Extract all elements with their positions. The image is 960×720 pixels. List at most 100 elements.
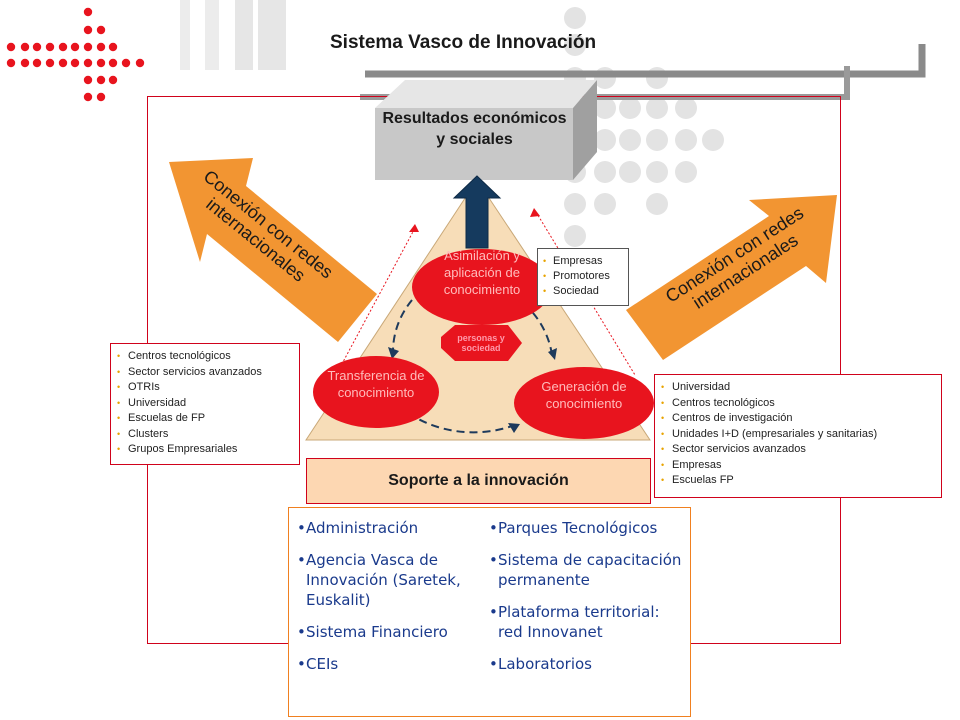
up-arrow-icon [452, 175, 502, 249]
gray-dot [564, 193, 586, 215]
left-orange-arrow [169, 158, 377, 342]
gray-dot [594, 161, 616, 183]
list-item: Centros de investigación [661, 411, 935, 427]
page-title: Sistema Vasco de Innovación [330, 32, 597, 53]
results-box-3d [375, 80, 597, 180]
list-item: Parques Tecnológicos [489, 518, 685, 538]
list-item: Laboratorios [489, 654, 685, 674]
list-item: Centros tecnológicos [661, 396, 935, 412]
support-column-2: Parques Tecnológicos Sistema de capacita… [489, 518, 685, 686]
gray-dot [594, 97, 616, 119]
list-item: Agencia Vasca de Innovación (Saretek, Eu… [297, 550, 477, 610]
gray-dot [646, 97, 668, 119]
red-dot [96, 25, 106, 35]
list-item: Grupos Empresariales [117, 442, 293, 458]
gray-dot [619, 97, 641, 119]
red-dot [58, 58, 68, 68]
gray-dot [675, 97, 697, 119]
gray-bar [258, 0, 286, 70]
red-dot [6, 58, 16, 68]
red-dot [58, 42, 68, 52]
red-dot [45, 42, 55, 52]
list-item: Escuelas de FP [117, 411, 293, 427]
cycle-arrowhead [548, 348, 557, 360]
cycle-center-label: personas y sociedad [457, 333, 505, 353]
gray-dot [564, 7, 586, 29]
red-dot [83, 42, 93, 52]
list-item: Universidad [117, 396, 293, 412]
list-item: Empresas [661, 458, 935, 474]
gray-bar [205, 0, 219, 70]
gray-bar [180, 0, 190, 70]
gray-dot [646, 129, 668, 151]
red-dot [6, 42, 16, 52]
support-list-box: Administración Agencia Vasca de Innovaci… [288, 507, 691, 717]
red-dot [20, 58, 30, 68]
list-item: Sistema Financiero [297, 622, 477, 642]
red-dot [96, 92, 106, 102]
results-box-label: Resultados económicos y sociales [382, 110, 567, 148]
red-dot [45, 58, 55, 68]
cycle-left-label: Transferencia de conocimiento [327, 368, 425, 400]
cycle-arc [391, 299, 413, 353]
red-dot [135, 58, 145, 68]
list-item: Sector servicios avanzados [661, 442, 935, 458]
red-dot [121, 58, 131, 68]
right-orange-arrow [626, 195, 837, 360]
cycle-right-label: Generación de conocimiento [541, 379, 627, 411]
red-dot [108, 58, 118, 68]
gray-dot [619, 129, 641, 151]
gray-dot [564, 225, 586, 247]
list-item: Administración [297, 518, 477, 538]
list-item: Escuelas FP [661, 473, 935, 489]
ellipse-assimilation [412, 249, 552, 325]
cycle-arrowhead [508, 423, 520, 433]
right-actors-list: Universidad Centros tecnológicos Centros… [654, 374, 942, 498]
gray-dot [594, 129, 616, 151]
gray-dot [702, 129, 724, 151]
top-actors-list: Empresas Promotores Sociedad [537, 248, 629, 306]
gray-dot [675, 161, 697, 183]
ellipse-generation [514, 367, 654, 439]
gray-dot [646, 161, 668, 183]
list-item: Empresas [543, 254, 623, 269]
red-dot [70, 42, 80, 52]
list-item: Promotores [543, 269, 623, 284]
red-dot [32, 58, 42, 68]
cycle-arrowhead [388, 347, 399, 359]
dotted-guide-arrowhead [530, 208, 540, 217]
red-dot [20, 42, 30, 52]
red-dot [96, 75, 106, 85]
red-dot-arrow-decoration [6, 7, 145, 102]
red-dot [32, 42, 42, 52]
gray-dot [675, 129, 697, 151]
red-dot [96, 58, 106, 68]
left-actors-list: Centros tecnológicos Sector servicios av… [110, 343, 300, 465]
dotted-guide-arrowhead [409, 224, 419, 232]
red-dot [108, 42, 118, 52]
red-dot [108, 75, 118, 85]
list-item: Centros tecnológicos [117, 349, 293, 365]
red-dot [70, 58, 80, 68]
red-dot [83, 25, 93, 35]
red-dot [83, 58, 93, 68]
list-item: Universidad [661, 380, 935, 396]
gray-dot [646, 193, 668, 215]
support-heading: Soporte a la innovación [306, 458, 651, 504]
red-dot [83, 7, 93, 17]
list-item: CEIs [297, 654, 477, 674]
gray-bar [235, 0, 253, 70]
list-item: Sistema de capacitación permanente [489, 550, 685, 590]
list-item: Unidades I+D (empresariales y sanitarias… [661, 427, 935, 443]
center-hexagon [441, 325, 522, 361]
gray-dot [619, 161, 641, 183]
gray-dot [594, 193, 616, 215]
list-item: Clusters [117, 427, 293, 443]
list-item: Sector servicios avanzados [117, 365, 293, 381]
list-item: OTRIs [117, 380, 293, 396]
gray-bracket-line [365, 44, 926, 78]
gray-dot [564, 34, 586, 56]
ellipse-transfer [313, 356, 439, 428]
